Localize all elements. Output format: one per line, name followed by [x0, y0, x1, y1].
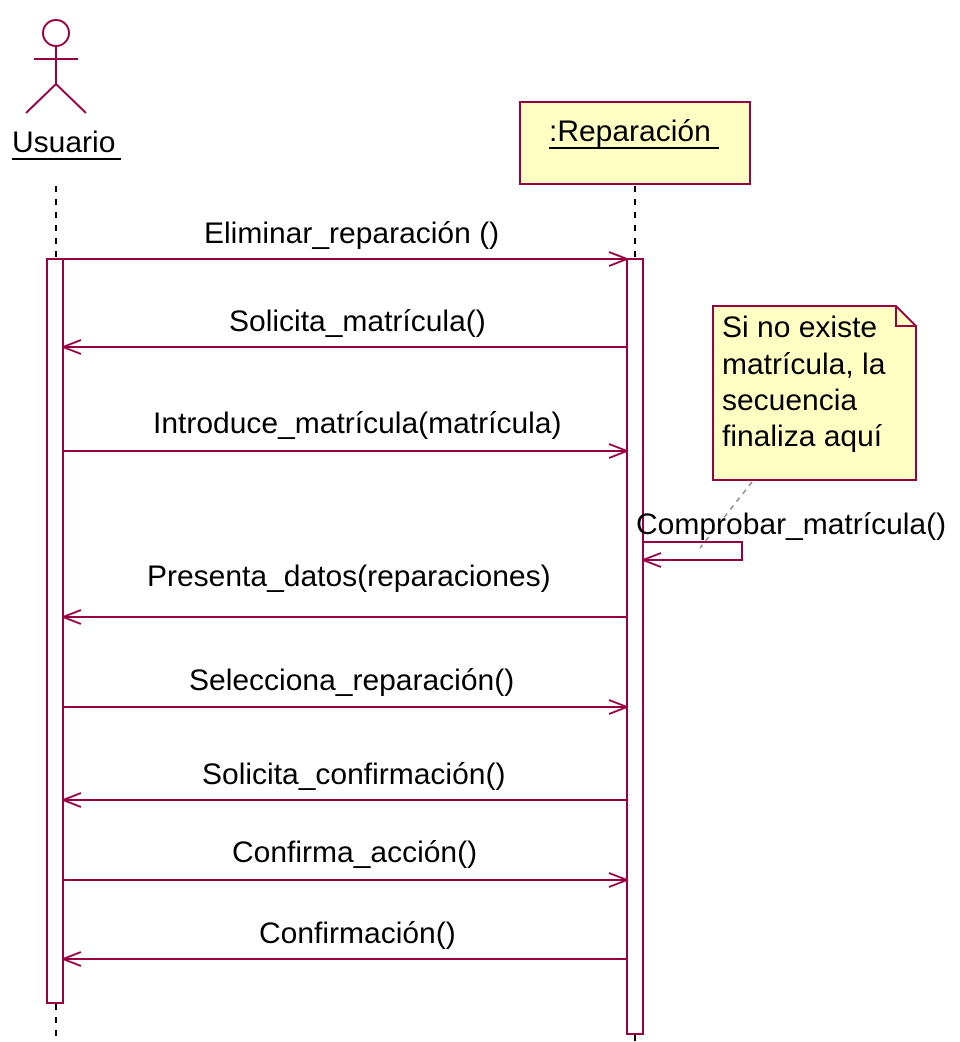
message-9[interactable]: Confirmación(): [63, 917, 627, 959]
message-label: Solicita_confirmación(): [202, 758, 505, 791]
actor-name-usuario: Usuario: [12, 126, 115, 159]
note-line-4: finaliza aquí: [722, 420, 883, 453]
message-2[interactable]: Solicita_matrícula(): [63, 305, 627, 347]
message-6[interactable]: Selecciona_reparación(): [63, 664, 627, 707]
message-3[interactable]: Introduce_matrícula(matrícula): [63, 407, 627, 451]
message-label: Introduce_matrícula(matrícula): [153, 407, 562, 440]
message-label: Eliminar_reparación (): [204, 217, 499, 250]
object-name-reparacion: :Reparación: [549, 115, 711, 148]
message-label: Solicita_matrícula(): [229, 305, 486, 338]
message-label: Presenta_datos(reparaciones): [147, 560, 551, 593]
note-anchor-line: [699, 481, 753, 549]
message-8[interactable]: Confirma_acción(): [63, 836, 627, 880]
note-line-1: Si no existe: [722, 311, 877, 344]
activation-bar-reparacion: [626, 258, 644, 1035]
message-label: Selecciona_reparación(): [189, 664, 514, 697]
message-7[interactable]: Solicita_confirmación(): [63, 758, 627, 800]
activation-bar-usuario: [46, 258, 64, 1004]
message-1[interactable]: Eliminar_reparación (): [63, 217, 627, 259]
message-label: Comprobar_matrícula(): [636, 508, 946, 541]
message-label: Confirma_acción(): [232, 836, 477, 869]
message-label: Confirmación(): [259, 917, 456, 950]
note[interactable]: Si no existe matrícula, la secuencia fin…: [712, 305, 917, 481]
message-5[interactable]: Presenta_datos(reparaciones): [63, 560, 627, 617]
object-box-reparacion[interactable]: [519, 101, 751, 185]
message-4-self[interactable]: Comprobar_matrícula(): [636, 508, 946, 560]
note-line-2: matrícula, la: [722, 348, 886, 381]
stick-figure-actor-icon: [25, 19, 87, 114]
note-line-3: secuencia: [722, 384, 857, 417]
